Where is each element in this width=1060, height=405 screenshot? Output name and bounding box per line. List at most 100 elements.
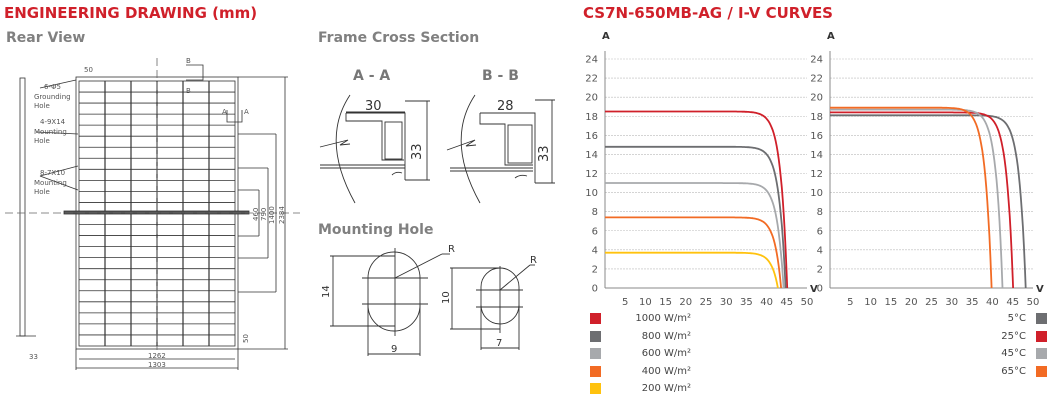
- legend-item: 600 W/m²: [590, 348, 691, 359]
- side-profile: [19, 77, 26, 337]
- legend-swatch: [590, 348, 601, 359]
- y-tick-label: 4: [592, 245, 598, 256]
- x-tick-label: 5: [847, 297, 853, 308]
- y-tick-label: 16: [585, 131, 598, 142]
- x-tick-label: 25: [700, 297, 713, 308]
- mounting-label-2a: Mounting: [34, 179, 67, 187]
- x-tick-label: 40: [760, 297, 773, 308]
- hole2-height: 10: [441, 291, 452, 304]
- y-tick-label: 2: [817, 264, 823, 275]
- x-tick-label: 15: [659, 297, 672, 308]
- section-bb-width: 28: [497, 99, 514, 114]
- legend-swatch: [590, 330, 601, 342]
- legend-item: 65°C: [1001, 365, 1047, 377]
- section-b-marker: B: [186, 87, 191, 95]
- legend-swatch: [590, 365, 601, 377]
- y-tick-label: 12: [585, 169, 598, 180]
- mounting-hole-spec-2: 8-7X10: [40, 169, 65, 177]
- y-tick-label: 18: [810, 112, 823, 123]
- y-tick-label: 22: [585, 74, 598, 85]
- y-tick-label: 0: [817, 284, 823, 295]
- y-tick-label: 14: [585, 150, 598, 161]
- legend-label: 600 W/m²: [641, 348, 691, 359]
- hole2-width: 7: [496, 338, 502, 349]
- frame-cross-section-heading: Frame Cross Section: [318, 30, 480, 46]
- x-tick-label: 5: [622, 297, 628, 308]
- legend-label: 25°C: [1001, 330, 1026, 342]
- legend-item: 1000 W/m²: [590, 313, 691, 324]
- grounding-hole-spec: 6-Φ5: [44, 83, 61, 91]
- x-axis-label: V: [1036, 284, 1044, 295]
- legend-swatch: [590, 383, 601, 394]
- y-tick-label: 10: [585, 188, 598, 199]
- x-tick-label: 30: [945, 297, 958, 308]
- hole1-radius: R: [448, 244, 455, 255]
- section-b-marker: B: [186, 57, 191, 65]
- legend-item: 45°C: [1001, 348, 1047, 359]
- mounting-hole-heading: Mounting Hole: [318, 222, 434, 238]
- y-tick-label: 22: [810, 74, 823, 85]
- legend-item: 400 W/m²: [590, 365, 691, 377]
- hole1-height: 14: [321, 285, 332, 298]
- dim-460: 460: [252, 208, 260, 221]
- y-tick-label: 0: [592, 284, 598, 295]
- section-a-marker: A: [222, 108, 227, 116]
- iv-curve-800-w-m-: [605, 145, 787, 289]
- y-tick-label: 6: [817, 226, 823, 237]
- legend-label: 45°C: [1001, 348, 1026, 359]
- x-tick-label: 20: [905, 297, 918, 308]
- cell-grid: [63, 81, 250, 346]
- mounting-label-1b: Hole: [34, 137, 50, 145]
- hole2-radius: R: [530, 255, 537, 266]
- iv-curve-65-c: [830, 106, 993, 289]
- x-tick-label: 25: [925, 297, 938, 308]
- dim-1262: 1262: [148, 352, 166, 360]
- legend-item: 200 W/m²: [590, 383, 691, 394]
- section-aa-label: A - A: [353, 68, 390, 84]
- mounting-label-2b: Hole: [34, 188, 50, 196]
- rear-view-drawing: [5, 58, 300, 370]
- section-aa-width: 30: [365, 99, 382, 114]
- legend-label: 65°C: [1001, 365, 1026, 377]
- y-tick-label: 10: [810, 188, 823, 199]
- y-tick-label: 4: [817, 245, 823, 256]
- y-tick-label: 2: [592, 264, 598, 275]
- iv-curve-5-c: [830, 114, 1027, 289]
- junction-box-strip: [63, 210, 250, 215]
- section-aa-drawing: [319, 94, 430, 204]
- y-tick-label: 6: [592, 226, 598, 237]
- x-axis-label: V: [810, 284, 818, 295]
- iv-curve-200-w-m-: [605, 251, 779, 289]
- legend-swatch: [1036, 330, 1047, 342]
- mounting-hole-spec-1: 4-9X14: [40, 118, 66, 126]
- legend-swatch: [1036, 348, 1047, 359]
- x-tick-label: 45: [780, 297, 793, 308]
- y-tick-label: 12: [810, 169, 823, 180]
- legend-swatch: [590, 313, 601, 324]
- dim-50-top: 50: [84, 66, 93, 74]
- y-tick-label: 8: [592, 207, 598, 218]
- x-tick-label: 15: [885, 297, 898, 308]
- hole1-width: 9: [391, 344, 397, 355]
- y-axis-label: A: [602, 31, 610, 42]
- iv-curve-25-c: [830, 111, 1014, 289]
- x-tick-label: 40: [986, 297, 999, 308]
- legend-swatch: [1036, 365, 1047, 377]
- mounting-label-1a: Mounting: [34, 128, 67, 136]
- legend-label: 200 W/m²: [641, 383, 691, 394]
- x-tick-label: 10: [639, 297, 652, 308]
- section-aa-height: 33: [410, 143, 425, 160]
- y-tick-label: 24: [810, 55, 823, 66]
- y-tick-label: 20: [585, 93, 598, 104]
- legend-item: 25°C: [1001, 330, 1047, 342]
- y-tick-label: 20: [810, 93, 823, 104]
- x-tick-label: 20: [679, 297, 692, 308]
- legend-swatch: [1036, 313, 1047, 324]
- rear-view-heading: Rear View: [6, 30, 86, 46]
- dim-1303: 1303: [148, 361, 166, 369]
- x-tick-label: 35: [740, 297, 753, 308]
- x-tick-label: 50: [1027, 297, 1040, 308]
- y-tick-label: 24: [585, 55, 598, 66]
